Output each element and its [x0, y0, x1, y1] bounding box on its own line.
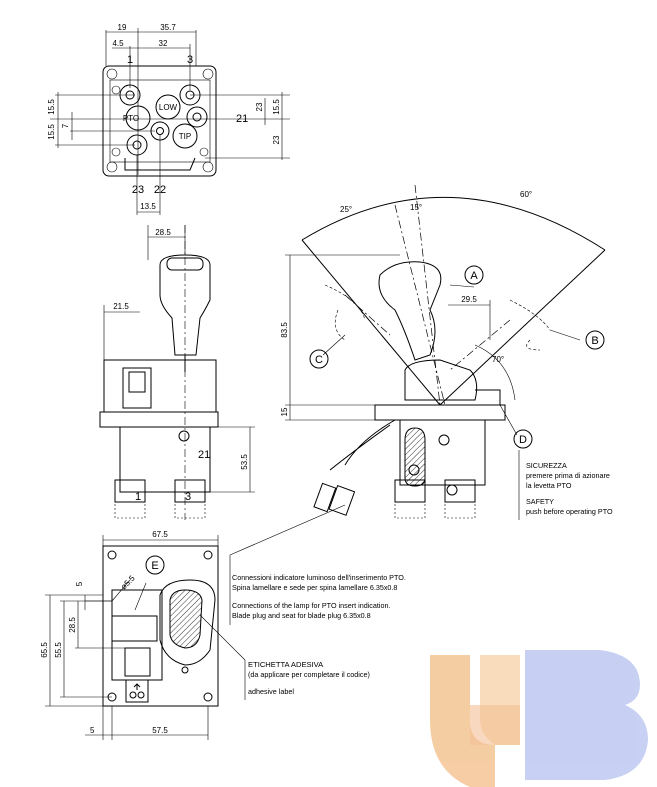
side-view: 28.5 21.5 53.5 21 1 3 [99, 225, 255, 520]
connections-en-1: Connections of the lamp for PTO insert i… [232, 601, 391, 610]
dim-32: 32 [159, 39, 168, 48]
label-c: C [309, 349, 329, 369]
callout-3: 3 [187, 54, 193, 66]
label-e: E [145, 555, 165, 575]
dim-7: 7 [61, 123, 70, 128]
dim-29-5: 29.5 [461, 295, 477, 304]
callout-23: 23 [132, 184, 144, 196]
dim-35-7: 35.7 [160, 23, 176, 32]
callout-1: 1 [127, 54, 133, 66]
dim-65-5: 65.5 [40, 642, 49, 658]
angle-70: 70° [492, 355, 504, 364]
connections-it-1: Connessioni indicatore luminoso dell'ins… [232, 573, 406, 582]
dim-4-5: 4.5 [112, 39, 124, 48]
callout-3-side: 3 [185, 491, 191, 503]
bottom-view: 67.5 5 ø5.5 65.5 55.5 28.5 5 57.5 E [40, 530, 246, 740]
callout-21-side: 21 [198, 449, 210, 461]
dim-15-5-right: 15.5 [272, 99, 281, 115]
dim-67-5: 67.5 [152, 530, 168, 539]
connections-it-2: Spina lamellare e sede per spina lamella… [232, 583, 398, 592]
safety-en-line1: push before operating PTO [526, 507, 613, 516]
dim-5-bottom: 5 [90, 726, 95, 735]
angle-15: 15° [410, 203, 422, 212]
low-button-label: LOW [159, 103, 178, 112]
svg-text:B: B [591, 335, 598, 347]
dim-83-5: 83.5 [280, 322, 289, 338]
label-a: A [464, 265, 484, 285]
label-it-sub: (da applicare per completare il codice) [248, 670, 370, 679]
dim-13-5: 13.5 [140, 202, 156, 211]
svg-text:D: D [519, 434, 527, 446]
angle-25: 25° [340, 205, 352, 214]
dim-28-5: 28.5 [155, 228, 171, 237]
callout-1-side: 1 [135, 491, 141, 503]
dim-55-5: 55.5 [54, 642, 63, 658]
dim-21-5: 21.5 [113, 302, 129, 311]
label-it-title: ETICHETTA ADESIVA [248, 660, 324, 669]
svg-text:A: A [470, 270, 478, 282]
dim-57-5: 57.5 [152, 726, 168, 735]
right-view: 25° 15° 60° 70° 29.5 83.5 15 A B C D [229, 184, 606, 625]
top-view: PTO LOW TIP 19 35.7 4.5 32 1 3 15.5 15.5… [47, 23, 290, 215]
dim-23-right-small: 23 [255, 102, 264, 111]
dim-53-5: 53.5 [240, 454, 249, 470]
ucb-watermark-logo [430, 650, 648, 787]
dim-28-5-bottom: 28.5 [68, 617, 77, 633]
dim-dia-5-5: ø5.5 [119, 573, 137, 591]
connections-note: Connessioni indicatore luminoso dell'ins… [232, 573, 406, 621]
adhesive-label-note: ETICHETTA ADESIVA (da applicare per comp… [248, 660, 370, 697]
safety-en-title: SAFETY [526, 497, 554, 506]
safety-it-line2: la levetta PTO [526, 481, 572, 490]
callout-22: 22 [154, 184, 166, 196]
dim-15-5-lower: 15.5 [47, 124, 56, 140]
svg-text:C: C [315, 354, 323, 366]
label-en: adhesive label [248, 687, 294, 696]
dim-15-5-upper: 15.5 [47, 99, 56, 115]
angle-60: 60° [520, 190, 532, 199]
connections-en-2: Blade plug and seat for blade plug 6.35x… [232, 611, 371, 620]
dim-15: 15 [280, 407, 289, 416]
tip-button-label: TIP [179, 132, 191, 141]
dim-5-top: 5 [75, 581, 84, 586]
dim-19: 19 [118, 23, 127, 32]
safety-it-title: SICUREZZA [526, 461, 567, 470]
safety-it-line1: premere prima di azionare [526, 471, 610, 480]
label-b: B [585, 330, 605, 350]
dim-23-right: 23 [272, 135, 281, 144]
callout-21: 21 [236, 113, 248, 125]
pto-button-label: PTO [123, 114, 139, 123]
svg-text:E: E [151, 560, 158, 572]
label-d: D [513, 429, 533, 449]
safety-note: SICUREZZA premere prima di azionare la l… [526, 461, 613, 517]
